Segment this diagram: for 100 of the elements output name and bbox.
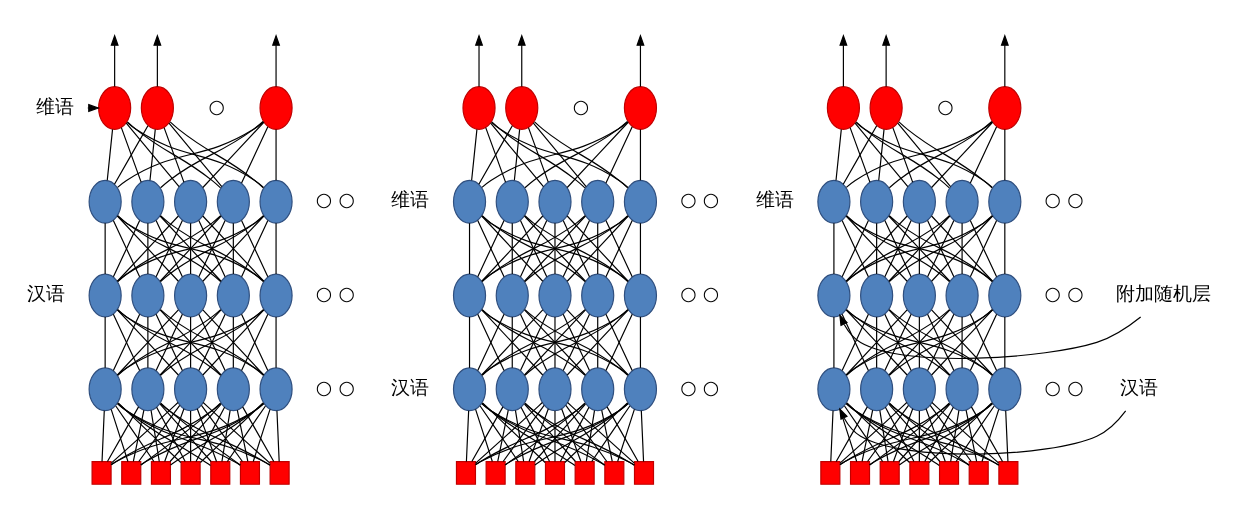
node-ellipse	[817, 367, 851, 412]
connector	[519, 219, 548, 278]
node-ellipse	[259, 86, 293, 130]
node-box	[849, 461, 871, 485]
connector	[240, 126, 269, 184]
node-ellipse	[623, 367, 658, 412]
connector	[110, 401, 179, 464]
node-box	[820, 461, 841, 485]
connector	[565, 404, 608, 463]
connector	[138, 404, 181, 463]
node-ellipse	[988, 179, 1022, 224]
connector	[275, 128, 277, 181]
connector	[846, 402, 911, 464]
connector	[846, 215, 950, 283]
connector	[888, 402, 1000, 466]
connector	[523, 215, 587, 282]
connector	[845, 215, 908, 282]
connector	[169, 402, 264, 466]
node-box	[121, 461, 142, 485]
connector	[528, 408, 549, 463]
connector	[833, 222, 835, 275]
node-ellipse	[216, 367, 250, 412]
node-ellipse	[538, 179, 572, 224]
connector	[970, 406, 1004, 463]
node-box	[574, 461, 595, 485]
connector	[468, 222, 471, 275]
connector	[169, 403, 222, 463]
connector	[927, 219, 955, 278]
connector	[113, 125, 149, 185]
node-ellipse	[259, 179, 293, 224]
connector	[117, 215, 222, 283]
connector	[639, 316, 642, 369]
connector	[471, 406, 504, 463]
node-box	[998, 461, 1019, 485]
connector	[104, 316, 106, 369]
connector	[159, 403, 212, 463]
connector	[878, 128, 885, 181]
node-box	[455, 461, 477, 485]
connector	[833, 316, 835, 369]
connector	[190, 316, 192, 369]
label: ○ ○	[1044, 188, 1084, 211]
connector	[554, 410, 556, 463]
connector	[845, 402, 970, 466]
connector	[481, 215, 544, 282]
connector	[559, 406, 590, 463]
connector	[478, 125, 513, 185]
connector	[156, 406, 186, 463]
node-ellipse	[945, 273, 979, 318]
connector	[252, 408, 271, 463]
connector	[846, 309, 950, 376]
node-ellipse	[623, 273, 658, 318]
label: ○ ○	[680, 375, 720, 398]
connector	[198, 219, 226, 278]
node-ellipse	[945, 179, 979, 224]
connector	[1004, 128, 1006, 181]
connector	[120, 127, 142, 183]
connector	[221, 409, 231, 463]
arrow	[636, 33, 645, 88]
connector	[888, 309, 993, 376]
connector	[839, 408, 858, 463]
connector	[481, 215, 586, 283]
connector	[477, 313, 505, 372]
node-ellipse	[452, 179, 487, 224]
connector	[888, 215, 993, 283]
arrow	[839, 33, 848, 88]
connector	[159, 215, 222, 282]
connector	[159, 402, 271, 466]
connector	[190, 410, 192, 463]
connector	[474, 402, 586, 466]
connector	[117, 402, 241, 466]
connector	[115, 405, 155, 463]
connector	[199, 402, 264, 464]
connector	[888, 403, 941, 463]
connector	[830, 410, 834, 463]
label: ○ ○	[315, 375, 355, 398]
connector	[527, 127, 549, 183]
connector	[888, 215, 951, 282]
node-ellipse	[88, 367, 122, 412]
node-box	[485, 461, 506, 485]
connector	[195, 406, 226, 463]
node-box	[604, 461, 625, 485]
node-ellipse	[988, 273, 1022, 318]
connector	[866, 404, 910, 463]
connector	[242, 406, 275, 463]
label: ○ ○	[315, 188, 355, 211]
connector	[202, 121, 265, 189]
connector	[965, 409, 978, 463]
label: 维语	[391, 188, 430, 211]
node-ellipse	[495, 273, 529, 318]
node-ellipse	[216, 179, 250, 224]
label: ○	[937, 94, 954, 117]
connector	[839, 402, 951, 466]
node-ellipse	[131, 367, 165, 412]
node-ellipse	[174, 367, 208, 412]
connector	[855, 121, 950, 189]
node-ellipse	[505, 86, 539, 130]
node-ellipse	[140, 86, 174, 130]
label: ○ ○	[1044, 375, 1084, 398]
connector	[202, 401, 271, 464]
connector	[240, 313, 269, 372]
